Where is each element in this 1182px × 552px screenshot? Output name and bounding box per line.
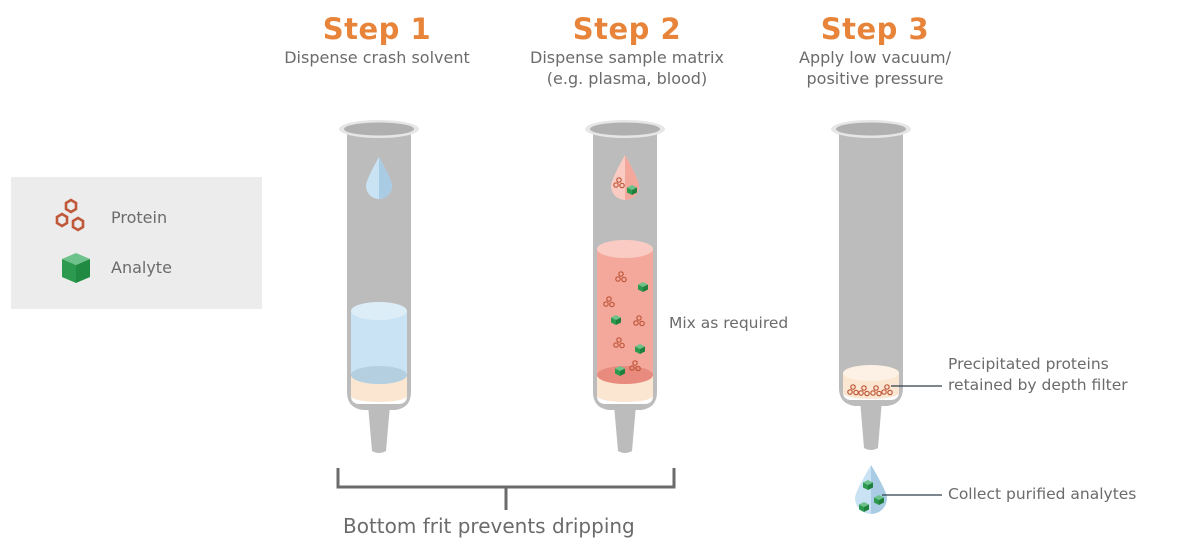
tube-2-column — [585, 120, 665, 453]
step-2-desc-line-2: (e.g. plasma, blood) — [546, 69, 708, 88]
bottom-frit-label: Bottom frit prevents dripping — [343, 514, 635, 538]
analyte-icon — [62, 253, 90, 283]
step-2-title: Step 2 — [572, 12, 682, 46]
step-1-title: Step 1 — [322, 12, 432, 46]
step-2-description: Dispense sample matrix (e.g. plasma, blo… — [502, 47, 752, 89]
legend-protein-label: Protein — [111, 208, 168, 227]
step-1-desc-line: Dispense crash solvent — [284, 48, 470, 67]
step-3-title: Step 3 — [820, 12, 930, 46]
collect-annotation: Collect purified analytes — [948, 485, 1137, 503]
mix-annotation: Mix as required — [669, 314, 789, 332]
bottom-frit-bracket — [336, 468, 676, 510]
step-2-desc-line-1: Dispense sample matrix — [530, 48, 724, 67]
step-3-description: Apply low vacuum/ positive pressure — [750, 47, 1000, 89]
legend-analyte-label: Analyte — [111, 258, 172, 277]
precipitated-annotation: Precipitated proteins retained by depth … — [948, 354, 1128, 396]
step-1-description: Dispense crash solvent — [252, 47, 502, 68]
tube-1-column — [339, 120, 419, 453]
step-3-desc-line-1: Apply low vacuum/ — [799, 48, 951, 67]
step-3-desc-line-2: positive pressure — [806, 69, 944, 88]
tube-3-column — [831, 120, 911, 514]
protein-icon — [55, 198, 85, 232]
precipitated-line-2: retained by depth filter — [948, 376, 1128, 394]
legend-box: Protein Analyte — [11, 177, 262, 309]
precipitated-line-1: Precipitated proteins — [948, 355, 1109, 373]
